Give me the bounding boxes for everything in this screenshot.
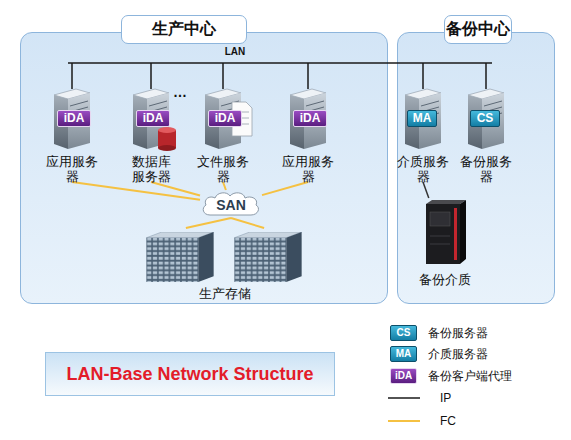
- server-node: 应用服务器 iDA: [44, 88, 100, 182]
- server-node: 介质服务器 MA: [395, 88, 451, 182]
- legend-badge: MA: [390, 346, 417, 362]
- connector-line: [151, 182, 200, 195]
- badge-text: iDA: [294, 111, 326, 126]
- legend-text: 备份服务器: [428, 324, 488, 342]
- title-text: LAN-Base Network Structure: [46, 353, 334, 395]
- server-node: 数据库服务器 iDA: [123, 88, 179, 182]
- server-label: 应用服务器: [44, 154, 100, 184]
- legend-text: FC: [440, 412, 456, 430]
- center-title: 生产中心: [121, 15, 247, 44]
- badge-text: iDA: [137, 111, 169, 126]
- connector-line: [186, 218, 264, 228]
- agent-badge: iDA: [208, 110, 242, 127]
- network-label: LAN: [222, 46, 248, 59]
- legend-text: IP: [440, 389, 451, 407]
- server-label: 文件服务器: [195, 154, 251, 184]
- connector-line: [72, 182, 200, 200]
- ellipsis-mark: …: [171, 84, 189, 100]
- connector-line: [423, 182, 429, 198]
- legend-text: 备份客户端代理: [428, 367, 512, 385]
- fc-line-sample: [388, 420, 420, 422]
- server-label: 应用服务器: [280, 154, 336, 184]
- legend-badge: CS: [390, 325, 417, 341]
- title-box: LAN-Base Network Structure: [45, 352, 335, 396]
- group-label: 生产存储: [140, 286, 310, 302]
- connector-line: [223, 182, 226, 190]
- legend-text: 介质服务器: [428, 345, 488, 363]
- media-group: 备份介质: [410, 198, 480, 288]
- connector-line: [262, 182, 308, 195]
- center-title: 备份中心: [444, 15, 512, 44]
- badge-text: MA: [408, 111, 436, 126]
- legend-badge: iDA: [390, 368, 417, 384]
- server-label: 数据库服务器: [130, 154, 172, 184]
- agent-badge: iDA: [57, 110, 91, 127]
- agent-badge: iDA: [293, 110, 327, 127]
- center-panel: 生产中心应用服务器iDA数据库服务器iDA文件服务器iDA应用服务器iDASAN…: [20, 32, 388, 304]
- agent-badge: iDA: [136, 110, 170, 127]
- group-label: 备份介质: [410, 272, 480, 288]
- media-badge: MA: [407, 110, 437, 127]
- server-node: 文件服务器 iDA: [195, 88, 251, 182]
- badge-text: iDA: [58, 111, 90, 126]
- server-node: 应用服务器 iDA: [280, 88, 336, 182]
- badge-text: iDA: [209, 111, 241, 126]
- ip-line-sample: [388, 397, 420, 399]
- san-cloud: SAN: [200, 190, 262, 218]
- server-node: 备份服务器 CS: [458, 88, 514, 182]
- backup-badge: CS: [470, 110, 500, 127]
- badge-text: CS: [471, 111, 499, 126]
- cloud-label: SAN: [200, 190, 262, 218]
- server-label: 备份服务器: [458, 154, 514, 184]
- center-panel: 备份中心介质服务器MA备份服务器CS备份介质: [397, 32, 555, 304]
- server-label: 介质服务器: [395, 154, 451, 184]
- storage-group: 生产存储: [140, 228, 310, 302]
